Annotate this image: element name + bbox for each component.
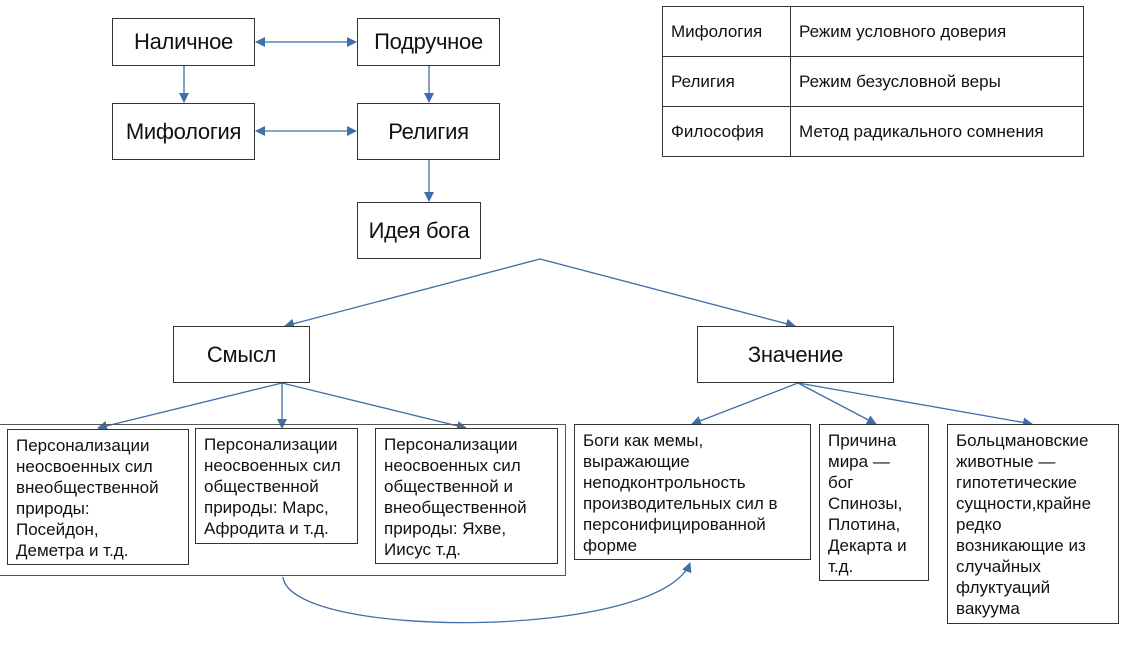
node-religiya: Религия [357, 103, 500, 160]
arrow-ideya-smysl [284, 258, 541, 329]
curved-arrow-smysl-to-znachenie [282, 562, 692, 624]
legend-term: Мифология [662, 6, 791, 57]
legend-row: Философия Метод радикального сомнения [662, 106, 1084, 157]
smysl-child-2: Персонализации неосвоенных сил обществен… [195, 428, 358, 544]
legend-description: Режим условного доверия [790, 6, 1084, 57]
arrow-znachenie-child-1 [691, 382, 799, 426]
legend-row: Религия Режим безусловной веры [662, 56, 1084, 107]
znachenie-child-3: Больцмановские животные — гипотетические… [947, 424, 1119, 624]
legend-description: Метод радикального сомнения [790, 106, 1084, 157]
arrow-ideya-znachenie [539, 258, 796, 329]
node-nalichnoe: Наличное [112, 18, 255, 66]
arrow-znachenie-child-3 [797, 382, 1033, 428]
arrow-smysl-child-1 [97, 382, 283, 431]
legend-term: Философия [662, 106, 791, 157]
smysl-child-1: Персонализации неосвоенных сил внеобщест… [7, 429, 189, 565]
legend-row: Мифология Режим условного доверия [662, 6, 1084, 57]
znachenie-child-2: Причина мира — бог Спинозы, Плотина, Дек… [819, 424, 929, 581]
smysl-group-container [0, 424, 566, 576]
node-podruchnoe: Подручное [357, 18, 500, 66]
znachenie-child-1: Боги как мемы, выражающие неподконтрольн… [574, 424, 811, 560]
node-mifologiya: Мифология [112, 103, 255, 160]
node-znachenie: Значение [697, 326, 894, 383]
arrow-smysl-child-3 [281, 382, 467, 431]
node-ideya-boga: Идея бога [357, 202, 481, 259]
arrow-znachenie-child-2 [797, 382, 877, 425]
node-smysl: Смысл [173, 326, 310, 383]
legend-table: Мифология Режим условного доверия Религи… [662, 6, 1084, 157]
legend-description: Режим безусловной веры [790, 56, 1084, 107]
legend-term: Религия [662, 56, 791, 107]
smysl-child-3: Персонализации неосвоенных сил обществен… [375, 428, 558, 564]
